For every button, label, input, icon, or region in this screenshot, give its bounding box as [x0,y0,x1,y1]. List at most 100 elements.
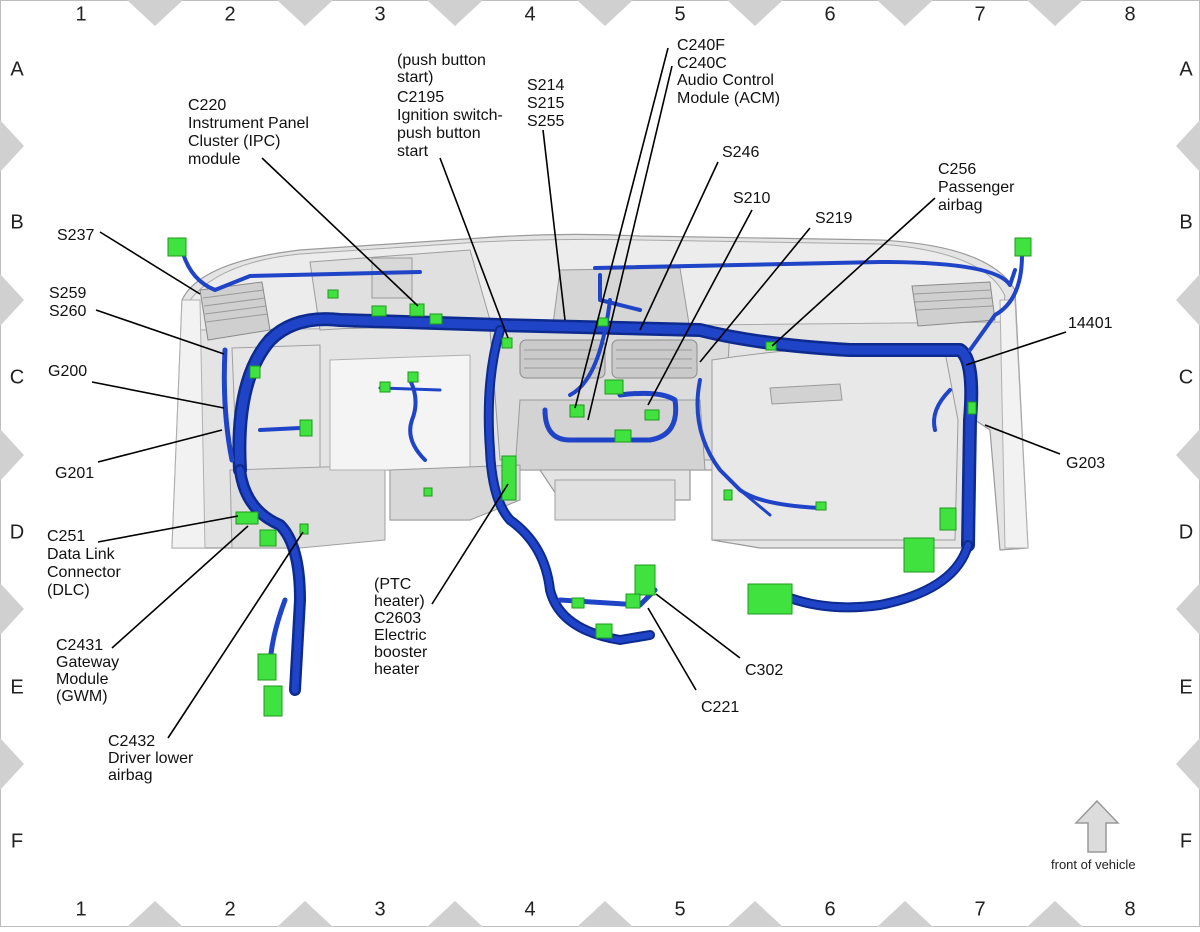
grid-row-right-A: A [1179,58,1193,80]
connector-acm-right [644,409,660,421]
connector-c251 [235,511,259,525]
leader-c302 [655,593,741,659]
border-marker-top-2 [427,0,483,26]
connector-s214 [597,317,609,327]
border-marker-left-1 [0,274,24,326]
grid-row-left-C: C [10,366,24,388]
label-c2603: (PTC heater) C2603 Electric booster heat… [374,576,432,678]
leader-lines [91,47,1067,739]
connector-beam [423,487,433,497]
connector-glove-a [723,489,733,501]
border-marker-left-0 [0,120,24,172]
label-c256: C256 Passenger airbag [938,161,1019,214]
grid-row-left-B: B [10,211,23,233]
grid-row-right-D: D [1179,521,1193,543]
grid-col-bottom-1: 1 [75,898,86,920]
connector-c2603 [501,455,517,501]
border-marker-right-1 [1176,274,1200,326]
center-lower-bracket [554,479,676,521]
label-c251: C251 Data Link Connector (DLC) [47,528,125,599]
leader-c221 [647,607,697,691]
connector-right-top [1014,237,1032,257]
border-marker-right-0 [1176,120,1200,172]
connector-c221 [625,593,641,609]
grid-col-top-4: 4 [524,3,535,25]
border-marker-top-6 [1027,0,1083,26]
connector-column-b [407,371,419,383]
border-marker-bottom-5 [877,901,933,927]
connector-lower-a [595,623,613,639]
label-g200: G200 [48,363,87,380]
label-c221: C221 [701,699,739,716]
leader-s214 [542,129,566,321]
grid-row-left-A: A [10,58,24,80]
connector-s-left [327,289,339,299]
border-marker-top-3 [577,0,633,26]
connector-c2432-clip [299,523,309,535]
grid-col-top-8: 8 [1124,3,1135,25]
grid-col-bottom-4: 4 [524,898,535,920]
connector-c240c [569,404,585,418]
grid-row-right-C: C [1179,366,1193,388]
grid-col-top-2: 2 [224,3,235,25]
border-marker-top-0 [127,0,183,26]
connector-c2432-b [263,685,283,717]
label-14401: 14401 [1068,315,1113,332]
grid-row-right-E: E [1179,676,1192,698]
leader-g200 [91,381,225,409]
connector-acm-lower [614,429,632,443]
border-marker-bottom-2 [427,901,483,927]
cluster-bracket [371,257,413,299]
leader-s210 [647,209,753,406]
border-marker-bottom-3 [577,901,633,927]
label-s259: S259 S260 [49,285,91,320]
grid-col-bottom-6: 6 [824,898,835,920]
label-c2195: (push button start) C2195 Ignition switc… [397,52,507,160]
border-marker-top-5 [877,0,933,26]
connector-c237 [167,237,187,257]
border-marker-bottom-6 [1027,901,1083,927]
connector-c240 [604,379,624,395]
border-marker-right-4 [1176,738,1200,790]
grid-row-left-F: F [11,830,23,852]
direction-indicator: front of vehicle [1051,799,1136,872]
grid-col-bottom-2: 2 [224,898,235,920]
leader-c2195 [439,157,509,339]
label-c220: C220 Instrument Panel Cluster (IPC) modu… [188,97,313,168]
leader-c2603 [431,483,509,605]
connector-c220b [429,313,443,325]
border-marker-bottom-0 [127,901,183,927]
label-c302: C302 [745,662,783,679]
label-s219: S219 [815,210,852,227]
connector-left-mid [299,419,313,437]
label-s246: S246 [722,144,759,161]
connector-c302 [634,564,656,596]
border-marker-bottom-4 [727,901,783,927]
leader-14401 [965,331,1067,366]
border-marker-right-3 [1176,583,1200,635]
right-air-vent [911,281,996,327]
grid-col-bottom-7: 7 [974,898,985,920]
right-vent-slats [913,289,994,311]
label-s237: S237 [57,227,94,244]
dash-left-end [171,299,206,549]
connector-c2431 [259,529,277,547]
steering-column-opening [329,354,471,471]
leader-s237 [99,231,201,295]
connector-glove-b [815,501,827,511]
border-marker-left-2 [0,429,24,481]
glove-box-handle [769,383,843,405]
border-marker-left-4 [0,738,24,790]
leader-c220 [261,157,419,307]
leader-s219 [699,227,811,363]
label-g201: G201 [55,465,94,482]
grid-col-top-5: 5 [674,3,685,25]
leader-c2431 [111,525,249,649]
leader-s259 [95,309,225,355]
label-c2432: C2432 Driver lower airbag [108,733,198,784]
leader-c2432 [167,531,304,739]
